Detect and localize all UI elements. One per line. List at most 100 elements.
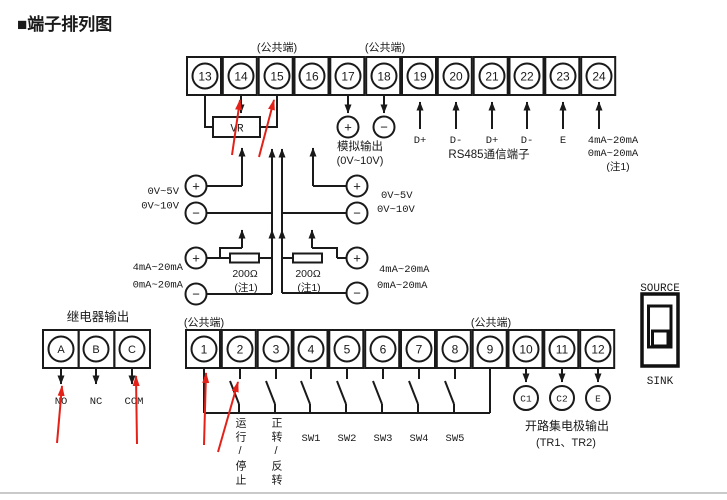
analog-output-range: (0V~10V)	[337, 155, 384, 167]
terminal-circle	[333, 335, 361, 363]
terminal-circle	[369, 335, 397, 363]
terminal-number: 1	[201, 343, 208, 357]
sw-label: SW5	[446, 433, 465, 445]
minus-sign: −	[380, 120, 388, 135]
resistor-value: 200Ω	[232, 268, 258, 280]
terminal-number: 3	[273, 343, 280, 357]
terminal-circle	[298, 62, 326, 90]
relay-pin-labels: NO NC COM	[55, 396, 144, 408]
terminal-box	[544, 56, 581, 96]
sink-label: SINK	[647, 376, 674, 388]
terminal-number: 9	[487, 343, 494, 357]
terminal-circle	[513, 62, 541, 90]
terminal-box	[257, 56, 294, 96]
range-label: 0V~5V	[147, 186, 179, 198]
switch-rocker-knob[interactable]	[651, 329, 670, 348]
resistor	[229, 252, 260, 264]
terminal-box	[472, 56, 509, 96]
terminal-number: 15	[270, 70, 284, 84]
red-arrow-terminal15	[258, 99, 275, 158]
resistor-value: 200Ω	[295, 268, 321, 280]
terminal-number: 18	[377, 70, 391, 84]
range-label: 4mA~20mA	[379, 264, 430, 276]
sw-label: SW4	[410, 433, 429, 445]
fwd-rev-label: 正转/反转	[270, 417, 282, 488]
terminal-circle	[442, 62, 470, 90]
oc-label: C1	[520, 394, 532, 405]
plus-sign: +	[192, 179, 200, 194]
relay-terminal-letters: A B C	[57, 344, 136, 356]
plus-terminal	[345, 246, 369, 270]
terminal-number: 13	[198, 70, 212, 84]
terminal-number: 16	[305, 70, 319, 84]
terminal-box	[256, 329, 293, 369]
pin-label: NC	[90, 396, 103, 408]
oc-label: E	[595, 394, 601, 405]
terminal24-note: (注1)	[606, 160, 629, 173]
terminal-number: 23	[556, 70, 570, 84]
terminal-circle	[190, 335, 218, 363]
digital-input-wiring	[203, 368, 491, 414]
terminal-circle	[478, 62, 506, 90]
oc-label: C2	[556, 394, 568, 405]
plus-terminal	[184, 174, 208, 198]
minus-sign: −	[192, 206, 200, 221]
sink-source-switch[interactable]	[640, 292, 680, 368]
red-arrow-relay-a	[56, 385, 65, 444]
minus-sign: −	[192, 287, 200, 302]
terminal-number: 20	[449, 70, 463, 84]
terminal24-range1: 4mA~20mA	[588, 135, 639, 147]
top-terminal-numbers: 13 14 15 16 17 18 19 20 21 22 23 24	[198, 70, 606, 84]
pin-label: D+	[414, 135, 427, 147]
minus-sign: −	[353, 206, 361, 221]
switch-symbol	[408, 368, 420, 413]
top-terminal-strip	[186, 56, 617, 96]
oc-terminal	[549, 385, 575, 411]
oc-terminal-labels: C1 C2 E	[520, 394, 601, 405]
terminal-circle	[584, 335, 612, 363]
terminal-circle	[512, 335, 540, 363]
range-label: 0V~10V	[141, 201, 180, 213]
analog-output-label: 模拟输出	[337, 139, 383, 153]
rs485-label: RS485通信端子	[448, 148, 529, 161]
terminal-box	[508, 56, 545, 96]
terminal-number: 21	[485, 70, 499, 84]
pin-label: COM	[125, 396, 144, 408]
open-collector-note: (TR1、TR2)	[536, 437, 596, 449]
sw-labels: SW1 SW2 SW3 SW4 SW5	[302, 433, 465, 445]
range-label: 0mA~20mA	[377, 280, 428, 292]
terminal-box	[221, 56, 258, 96]
terminal-circle	[118, 335, 146, 363]
terminal-number: 7	[416, 343, 423, 357]
terminal-number: 14	[234, 70, 248, 84]
terminal-circle	[334, 62, 362, 90]
terminal-circle	[585, 62, 613, 90]
terminal-number: 22	[520, 70, 534, 84]
oc-terminal	[513, 385, 539, 411]
current-input-right	[282, 229, 369, 305]
red-arrow-relay-c	[132, 375, 140, 445]
plus-sign: +	[192, 251, 200, 266]
terminal-circle	[476, 335, 504, 363]
terminal-circle	[370, 62, 398, 90]
open-collector	[513, 368, 611, 411]
terminal-number: 10	[519, 343, 533, 357]
common-terminal-label: (公共端)	[365, 41, 405, 54]
terminal-letter: A	[57, 344, 65, 356]
terminal-circle	[548, 335, 576, 363]
terminal-circle	[297, 335, 325, 363]
terminal-circle	[405, 335, 433, 363]
bottom-terminal-strip	[185, 329, 616, 369]
range-label: 0V~10V	[377, 204, 416, 216]
terminal-number: 19	[413, 70, 427, 84]
common-terminal-label: (公共端)	[257, 41, 297, 54]
bottom-terminal-numbers: 1 2 3 4 5 6 7 8 9 10 11 12	[201, 343, 605, 357]
terminal24-range2: 0mA~20mA	[588, 148, 639, 160]
red-arrow-terminal1	[202, 372, 210, 446]
terminal-number: 4	[308, 343, 315, 357]
run-stop-label: 运行/停止	[234, 417, 246, 488]
pin-label: E	[560, 135, 566, 147]
page-bottom-divider	[0, 492, 727, 494]
pin-label: D-	[521, 135, 534, 147]
